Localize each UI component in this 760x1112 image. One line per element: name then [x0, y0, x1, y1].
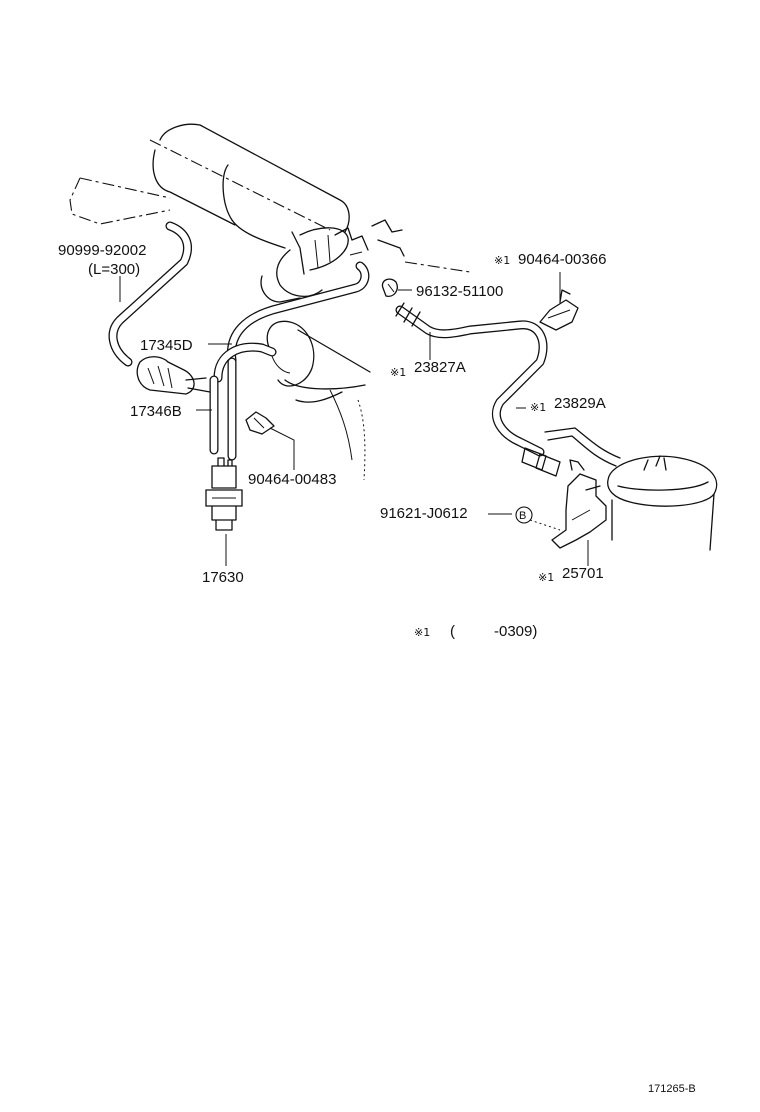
label-23827a: 23827A — [414, 359, 466, 376]
footnote: ※1 ( -0309) — [414, 623, 537, 640]
asterisk-23829a: ※1 — [530, 401, 546, 414]
label-25701: 25701 — [562, 565, 604, 582]
label-90999-92002: 90999-92002 — [58, 242, 146, 259]
engine-outline — [69, 123, 471, 481]
label-90464-00483: 90464-00483 — [248, 471, 336, 488]
label-23829a: 23829A — [554, 395, 606, 412]
hoses — [108, 221, 621, 477]
clips — [136, 278, 718, 551]
label-l300: (L=300) — [88, 261, 140, 278]
figure-id: 171265-B — [648, 1083, 696, 1095]
asterisk-90464-00366: ※1 — [494, 254, 510, 267]
label-17346b: 17346B — [130, 403, 182, 420]
footnote-open-paren: ( — [450, 623, 455, 640]
label-17345d: 17345D — [140, 337, 193, 354]
part-labels: 90999-92002 (L=300) 17345D 17346B 90464-… — [58, 242, 606, 586]
label-91621-j0612: 91621-J0612 — [380, 505, 468, 522]
label-96132-51100: 96132-51100 — [416, 283, 503, 300]
leader-lines — [119, 272, 589, 566]
ref-b-letter: B — [519, 510, 526, 522]
asterisk-25701: ※1 — [538, 571, 554, 584]
ref-b-circle — [515, 506, 533, 524]
label-17630: 17630 — [202, 569, 244, 586]
footnote-code: -0309) — [494, 623, 537, 640]
asterisk-23827a: ※1 — [390, 366, 406, 379]
label-90464-00366: 90464-00366 — [518, 251, 606, 268]
footnote-asterisk: ※1 — [414, 626, 430, 639]
